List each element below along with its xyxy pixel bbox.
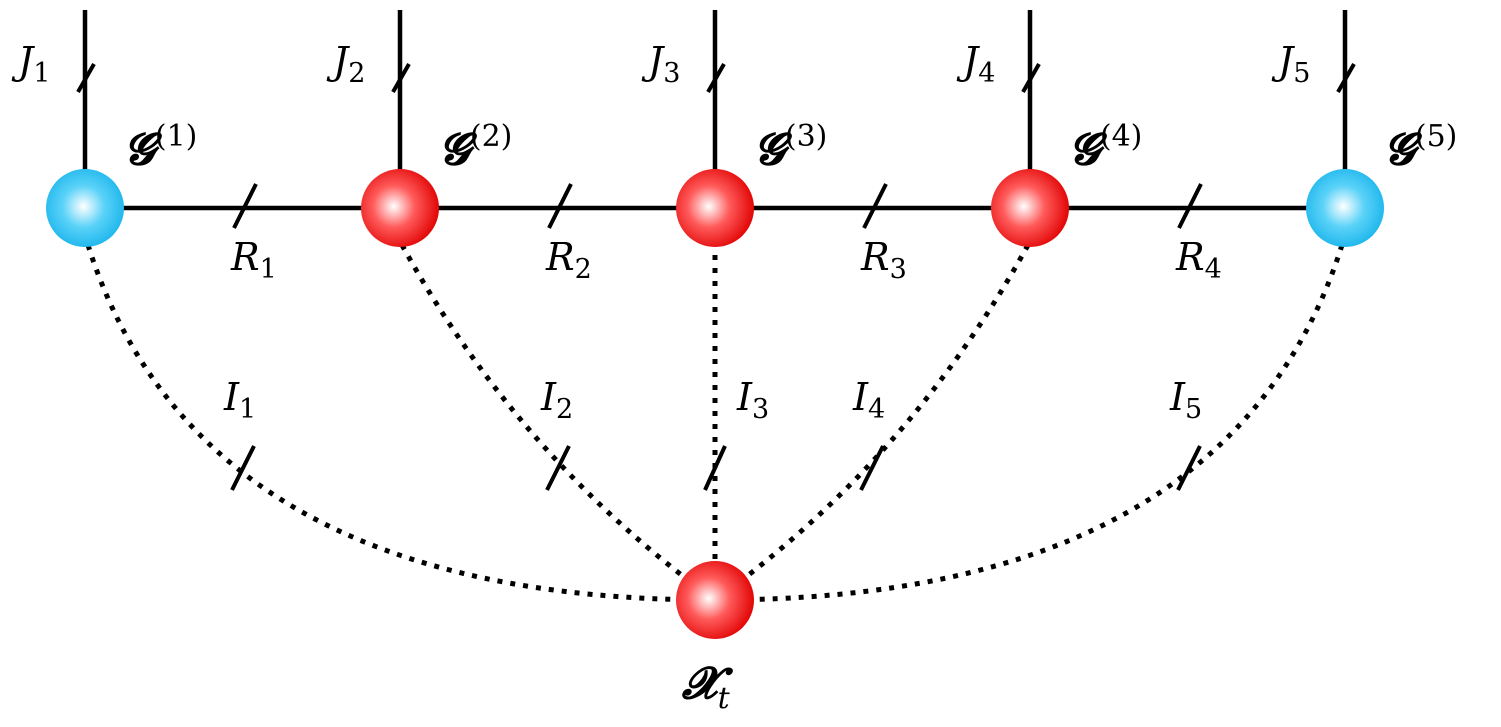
label-j4-letter: J	[956, 39, 980, 83]
tick-r1	[232, 183, 258, 229]
tick-j5	[1336, 63, 1356, 93]
label-i2-index: 2	[556, 394, 573, 425]
label-r1-letter: R	[230, 235, 260, 279]
label-i3-index: 3	[752, 394, 769, 425]
label-i4-letter: I	[852, 375, 869, 419]
tick-r2	[547, 183, 573, 229]
label-core-4: 𝓖(4)	[1069, 119, 1142, 175]
label-j1-letter: J	[11, 39, 35, 83]
tick-j4	[1021, 63, 1041, 93]
label-j4-index: 4	[978, 58, 995, 89]
label-i2-letter: I	[540, 375, 557, 419]
label-i3: I3	[736, 375, 769, 425]
hub-edge-i2	[399, 243, 717, 603]
core-node-1	[46, 169, 124, 247]
tick-i3	[703, 445, 727, 491]
label-j5: J5	[1271, 39, 1310, 89]
tick-j3	[706, 63, 726, 93]
label-hub-subscript: t	[718, 681, 731, 716]
label-i2: I2	[540, 375, 573, 425]
core-node-5	[1306, 169, 1384, 247]
label-core-5: 𝓖(5)	[1384, 119, 1457, 175]
label-r4-letter: R	[1175, 235, 1205, 279]
label-j3: J3	[641, 39, 680, 89]
tick-i2	[545, 445, 571, 491]
label-r2-index: 2	[575, 254, 592, 285]
label-core-3: 𝓖(3)	[754, 119, 827, 175]
label-i4: I4	[852, 375, 885, 425]
label-i1-letter: I	[223, 375, 240, 419]
label-j1: J1	[11, 39, 50, 89]
tick-i4	[859, 445, 885, 491]
tick-r4	[1177, 183, 1203, 229]
hub-edge-i1	[85, 244, 716, 603]
label-j3-index: 3	[663, 58, 680, 89]
hub-node	[676, 561, 754, 639]
label-i1-index: 1	[239, 394, 256, 425]
label-j5-index: 5	[1293, 58, 1310, 89]
label-j3-letter: J	[641, 39, 665, 83]
core-node-3	[676, 169, 754, 247]
label-core-2: 𝓖(2)	[439, 119, 512, 175]
label-r2-letter: R	[545, 235, 575, 279]
tick-i1	[230, 445, 256, 491]
label-i1: I1	[223, 375, 256, 425]
hub-edge-i5	[714, 244, 1345, 603]
tick-r3	[862, 183, 888, 229]
tick-j1	[76, 63, 96, 93]
hub-edge-labels: I1 I2 I3 I4 I5	[223, 375, 1202, 425]
label-i4-index: 4	[868, 394, 885, 425]
label-core-3-index: (3)	[785, 119, 828, 154]
label-hub: 𝓧t	[681, 658, 734, 716]
open-edge-labels: J1 J2 J3 J4 J5	[11, 39, 1310, 89]
label-i5: I5	[1169, 375, 1202, 425]
label-i3-letter: I	[736, 375, 753, 419]
label-j2: J2	[326, 39, 365, 89]
core-node-2	[361, 169, 439, 247]
label-r1-index: 1	[260, 254, 277, 285]
label-r3: R3	[860, 235, 907, 285]
label-j5-letter: J	[1271, 39, 1295, 83]
label-i5-index: 5	[1185, 394, 1202, 425]
label-core-5-index: (5)	[1415, 119, 1458, 154]
edge-ticks	[76, 63, 1356, 491]
tick-j2	[391, 63, 411, 93]
label-r2: R2	[545, 235, 592, 285]
label-core-2-index: (2)	[470, 119, 513, 154]
core-labels: 𝓖(1) 𝓖(2) 𝓖(3) 𝓖(4) 𝓖(5)	[124, 119, 1457, 175]
tick-i5	[1176, 445, 1202, 491]
label-j4: J4	[956, 39, 995, 89]
label-core-4-index: (4)	[1100, 119, 1143, 154]
hub-edge-i4	[713, 243, 1031, 603]
label-r3-index: 3	[890, 254, 907, 285]
label-j2-letter: J	[326, 39, 350, 83]
hub-edges	[85, 243, 1345, 603]
label-r1: R1	[230, 235, 277, 285]
core-node-4	[991, 169, 1069, 247]
label-r4-index: 4	[1205, 254, 1222, 285]
label-core-1-index: (1)	[155, 119, 198, 154]
label-j2-index: 2	[348, 58, 365, 89]
label-core-1: 𝓖(1)	[124, 119, 197, 175]
label-r3-letter: R	[860, 235, 890, 279]
chain-edge-labels: R1 R2 R3 R4	[230, 235, 1222, 285]
label-j1-index: 1	[33, 58, 50, 89]
label-r4: R4	[1175, 235, 1222, 285]
label-i5-letter: I	[1169, 375, 1186, 419]
core-nodes	[46, 169, 1384, 247]
